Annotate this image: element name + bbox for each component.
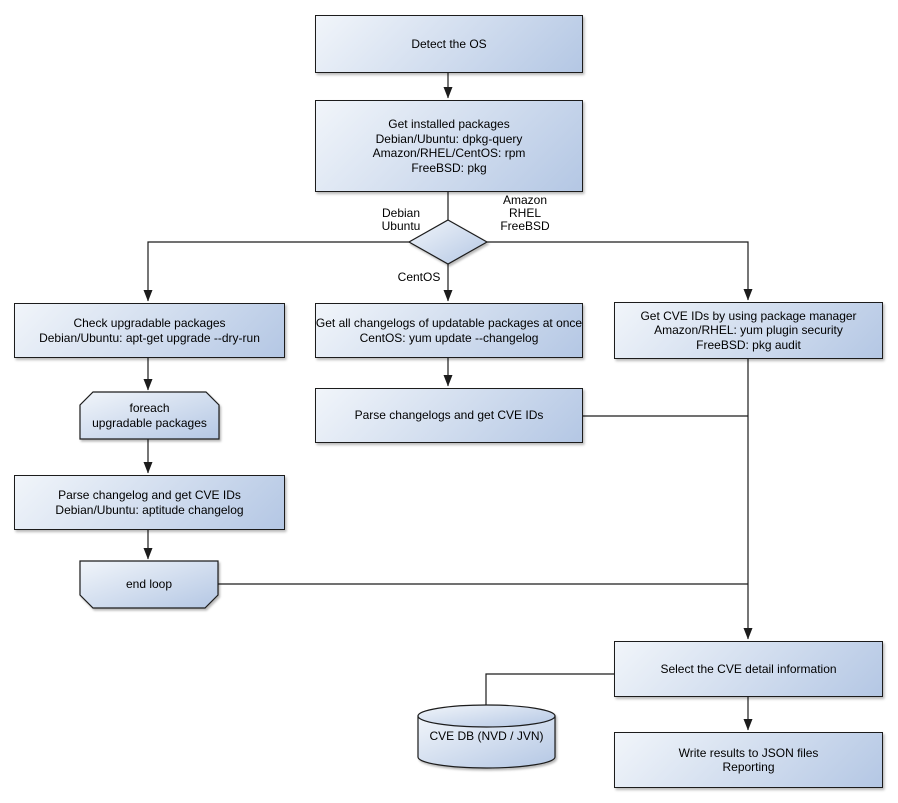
node-text-line: CentOS: yum update --changelog	[359, 330, 539, 345]
node-text-line: Debian/Ubuntu: aptitude changelog	[55, 502, 244, 517]
cve-db-cylinder	[417, 704, 556, 769]
node-get-installed-packages: Get installed packages Debian/Ubuntu: dp…	[315, 100, 583, 192]
branch-label-line: Debian	[381, 206, 421, 220]
node-text-line: Amazon/RHEL: yum plugin security	[654, 323, 843, 338]
node-text-line: FreeBSD: pkg audit	[696, 337, 801, 352]
node-text-line: Amazon/RHEL/CentOS: rpm	[372, 146, 526, 160]
node-text-line: Debian/Ubuntu: dpkg-query	[375, 131, 523, 146]
node-get-cve-ids-package-manager: Get CVE IDs by using package manager Ama…	[614, 302, 883, 359]
branch-label-line: RHEL	[508, 206, 541, 220]
node-text-line: Write results to JSON files	[678, 745, 819, 760]
node-text-line: Get CVE IDs by using package manager	[640, 308, 857, 323]
node-text-line: FreeBSD: pkg	[411, 160, 487, 175]
foreach-loop-shape	[79, 391, 220, 440]
end-loop-shape	[79, 560, 219, 609]
branch-label-line: Ubuntu	[381, 219, 421, 233]
node-text-line: Debian/Ubuntu: apt-get upgrade --dry-run	[39, 330, 260, 345]
node-detect-os: Detect the OS	[315, 15, 583, 73]
node-text-line: Detect the OS	[411, 36, 487, 51]
node-write-results-json: Write results to JSON files Reporting	[614, 732, 883, 788]
branch-label-line: FreeBSD	[500, 219, 550, 233]
edge-decision-to-get-cve-ids	[487, 241, 753, 301]
branch-label-centos: CentOS	[397, 270, 441, 284]
node-select-cve-detail: Select the CVE detail information	[614, 641, 883, 697]
node-text-line: Parse changelogs and get CVE IDs	[354, 408, 544, 423]
node-get-all-changelogs: Get all changelogs of updatable packages…	[315, 303, 583, 358]
node-check-upgradable-packages: Check upgradable packages Debian/Ubuntu:…	[14, 303, 285, 358]
edge-cvedb-to-select	[485, 673, 614, 705]
node-text-line: Select the CVE detail information	[660, 661, 837, 676]
branch-label-line: Amazon	[502, 193, 548, 207]
node-text-line: Reporting	[722, 760, 775, 774]
node-text-line: Check upgradable packages	[73, 316, 226, 330]
branch-label-debian-ubuntu: Debian Ubuntu	[356, 207, 446, 233]
node-parse-changelogs-centos: Parse changelogs and get CVE IDs	[315, 388, 583, 443]
node-text-line: Get installed packages	[388, 117, 510, 131]
node-text-line: Get all changelogs of updatable packages…	[315, 316, 583, 330]
node-parse-changelog-debian: Parse changelog and get CVE IDs Debian/U…	[14, 475, 285, 530]
os-decision-diamond	[407, 219, 489, 265]
node-text-line: Parse changelog and get CVE IDs	[58, 488, 241, 502]
branch-label-amazon-rhel-freebsd: Amazon RHEL FreeBSD	[480, 194, 570, 233]
edge-decision-to-check-upgradable	[143, 241, 409, 302]
